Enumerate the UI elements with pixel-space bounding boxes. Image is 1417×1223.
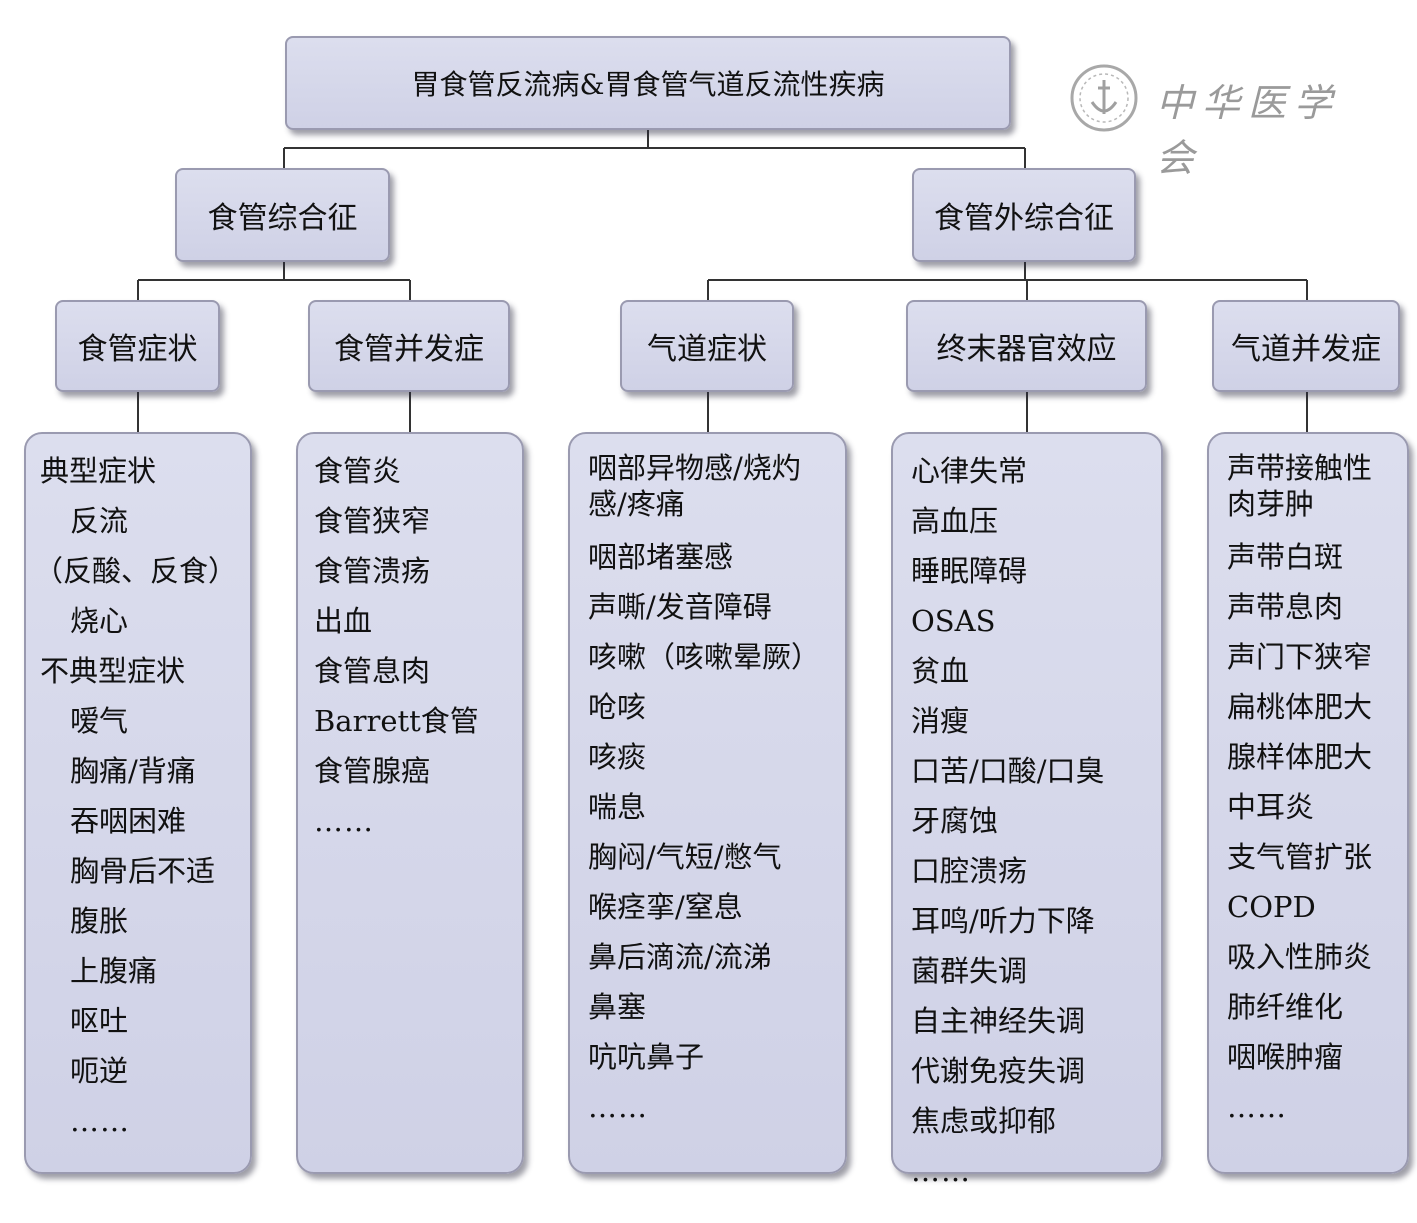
list-item: …… (70, 1104, 130, 1138)
list-item: 吸入性肺炎 (1227, 940, 1373, 974)
list-item: 喉痉挛/窒息 (588, 890, 743, 924)
list-item: 食管炎 (314, 454, 402, 488)
list-item: 呃逆 (70, 1054, 129, 1088)
list-item: 咽部异物感/烧灼感/疼痛 (588, 451, 801, 521)
list-esophageal-symptoms: 典型症状 反流 （反酸、反食） 烧心 不典型症状 嗳气 胸痛/背痛 吞咽困难 胸… (24, 432, 252, 1174)
list-item: 支气管扩张 (1227, 840, 1373, 874)
esophageal-complications-label: 食管并发症 (334, 332, 484, 367)
list-item: 食管息肉 (314, 654, 431, 688)
list-item: 声门下狭窄 (1227, 640, 1373, 674)
list-item: 咽部堵塞感 (588, 540, 734, 574)
list-item: 口苦/口酸/口臭 (911, 754, 1105, 788)
list-item: 咳痰 (588, 740, 647, 774)
list-item: （反酸、反食） (34, 554, 238, 588)
node-esophageal-syndrome: 食管综合征 (175, 168, 390, 262)
list-item: 食管腺癌 (314, 754, 431, 788)
list-item: 声带息肉 (1227, 590, 1344, 624)
list-item: 咽喉肿瘤 (1227, 1040, 1344, 1074)
list-item: …… (1227, 1090, 1287, 1124)
list-item: COPD (1227, 890, 1316, 924)
list-item: 耳鸣/听力下降 (911, 904, 1095, 938)
watermark: 中华医学会 (1068, 62, 1368, 180)
list-item: 胸骨后不适 (70, 854, 216, 888)
list-item: 声嘶/发音障碍 (588, 590, 772, 624)
list-item: 扁桃体肥大 (1227, 690, 1373, 724)
list-item: 牙腐蚀 (911, 804, 999, 838)
airway-symptoms-label: 气道症状 (647, 332, 767, 367)
seal-icon (1070, 64, 1138, 132)
list-item: …… (911, 1154, 971, 1188)
list-item: 呕吐 (70, 1004, 129, 1038)
list-item: 声带接触性肉芽肿 (1227, 451, 1373, 521)
list-item: 口腔溃疡 (911, 854, 1028, 888)
list-item: 自主神经失调 (911, 1004, 1086, 1038)
list-end-organ-effects: 心律失常 高血压 睡眠障碍 OSAS 贫血 消瘦 口苦/口酸/口臭 牙腐蚀 口腔… (891, 432, 1163, 1188)
end-organ-effects-label: 终末器官效应 (936, 332, 1117, 367)
list-item: 嗳气 (70, 704, 129, 738)
list-item: 睡眠障碍 (911, 554, 1028, 588)
list-item: 腺样体肥大 (1227, 740, 1373, 774)
list-item: 反流 (70, 504, 129, 538)
watermark-text: 中华医学会 (1156, 81, 1341, 180)
list-item: 烧心 (70, 604, 129, 638)
list-item: 胸闷/气短/憋气 (588, 840, 782, 874)
list-item: 心律失常 (911, 454, 1028, 488)
list-airway-symptoms: 咽部异物感/烧灼感/疼痛 咽部堵塞感 声嘶/发音障碍 咳嗽（咳嗽晕厥） 呛咳 咳… (568, 432, 847, 1174)
root-label: 胃食管反流病&胃食管气道反流性疾病 (411, 68, 885, 101)
list-item: 食管溃疡 (314, 554, 431, 588)
list-item: 吭吭鼻子 (588, 1040, 705, 1074)
esophageal-syndrome-label: 食管综合征 (207, 201, 358, 236)
list-item: 中耳炎 (1227, 790, 1315, 824)
list-item: 腹胀 (70, 904, 129, 938)
airway-complications-label: 气道并发症 (1231, 332, 1381, 367)
list-item: 消瘦 (911, 704, 970, 738)
node-airway-symptoms: 气道症状 (620, 300, 794, 392)
list-item: 喘息 (588, 790, 647, 824)
list-item: 食管狭窄 (314, 504, 431, 538)
list-item: 声带白斑 (1227, 540, 1344, 574)
list-item: 肺纤维化 (1227, 990, 1344, 1024)
root-node: 胃食管反流病&胃食管气道反流性疾病 (285, 36, 1011, 130)
list-item: 典型症状 (40, 454, 157, 488)
list-airway-complications: 声带接触性肉芽肿 声带白斑 声带息肉 声门下狭窄 扁桃体肥大 腺样体肥大 中耳炎… (1207, 432, 1409, 1174)
list-item: 咳嗽（咳嗽晕厥） (588, 640, 821, 674)
list-item: 代谢免疫失调 (911, 1054, 1086, 1088)
list-item: 焦虑或抑郁 (911, 1104, 1057, 1138)
list-item: 鼻塞 (588, 990, 647, 1024)
list-item: 高血压 (911, 504, 999, 538)
extraesophageal-syndrome-label: 食管外综合征 (934, 201, 1114, 236)
list-item: OSAS (911, 604, 996, 638)
list-item: 不典型症状 (40, 654, 186, 688)
esophageal-symptoms-label: 食管症状 (77, 332, 198, 367)
list-item: 出血 (314, 604, 373, 638)
list-esophageal-complications: 食管炎 食管狭窄 食管溃疡 出血 食管息肉 Barrett食管 食管腺癌 …… (296, 432, 524, 1174)
list-item: 菌群失调 (911, 954, 1028, 988)
list-item: 胸痛/背痛 (70, 754, 196, 788)
node-end-organ-effects: 终末器官效应 (906, 300, 1147, 392)
list-item: Barrett食管 (314, 704, 479, 738)
node-esophageal-symptoms: 食管症状 (55, 300, 220, 392)
list-item: …… (588, 1090, 648, 1124)
list-item: 鼻后滴流/流涕 (588, 940, 772, 974)
node-airway-complications: 气道并发症 (1212, 300, 1400, 392)
list-item: 上腹痛 (70, 954, 158, 988)
list-item: 呛咳 (588, 690, 647, 724)
list-item: …… (314, 804, 374, 838)
list-item: 吞咽困难 (70, 804, 187, 838)
node-extraesophageal-syndrome: 食管外综合征 (912, 168, 1136, 262)
node-esophageal-complications: 食管并发症 (308, 300, 510, 392)
list-item: 贫血 (911, 654, 970, 688)
